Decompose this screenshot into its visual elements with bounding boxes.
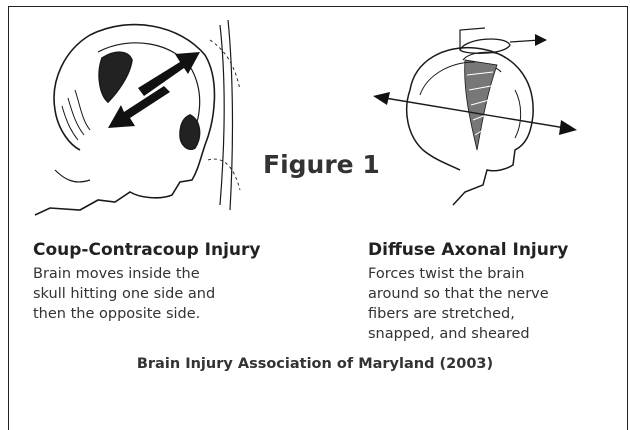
brain-impact-front xyxy=(99,52,132,102)
figure-label: Figure 1 xyxy=(263,150,380,179)
coup-contracoup-description: Brain moves inside the skull hitting one… xyxy=(33,264,293,324)
arrow-right-tip xyxy=(559,120,577,135)
source-credit: Brain Injury Association of Maryland (20… xyxy=(0,356,630,372)
arrow-left-tip xyxy=(373,92,390,105)
diffuse-axonal-illustration xyxy=(365,20,580,210)
diffuse-axonal-description: Forces twist the brain around so that th… xyxy=(368,264,608,344)
coup-contracoup-illustration xyxy=(20,10,245,220)
arrow-up-right xyxy=(138,52,200,96)
diffuse-axonal-title: Diffuse Axonal Injury xyxy=(368,240,568,260)
brain-impact-back xyxy=(180,115,200,149)
coup-contracoup-title: Coup-Contracoup Injury xyxy=(33,240,261,260)
